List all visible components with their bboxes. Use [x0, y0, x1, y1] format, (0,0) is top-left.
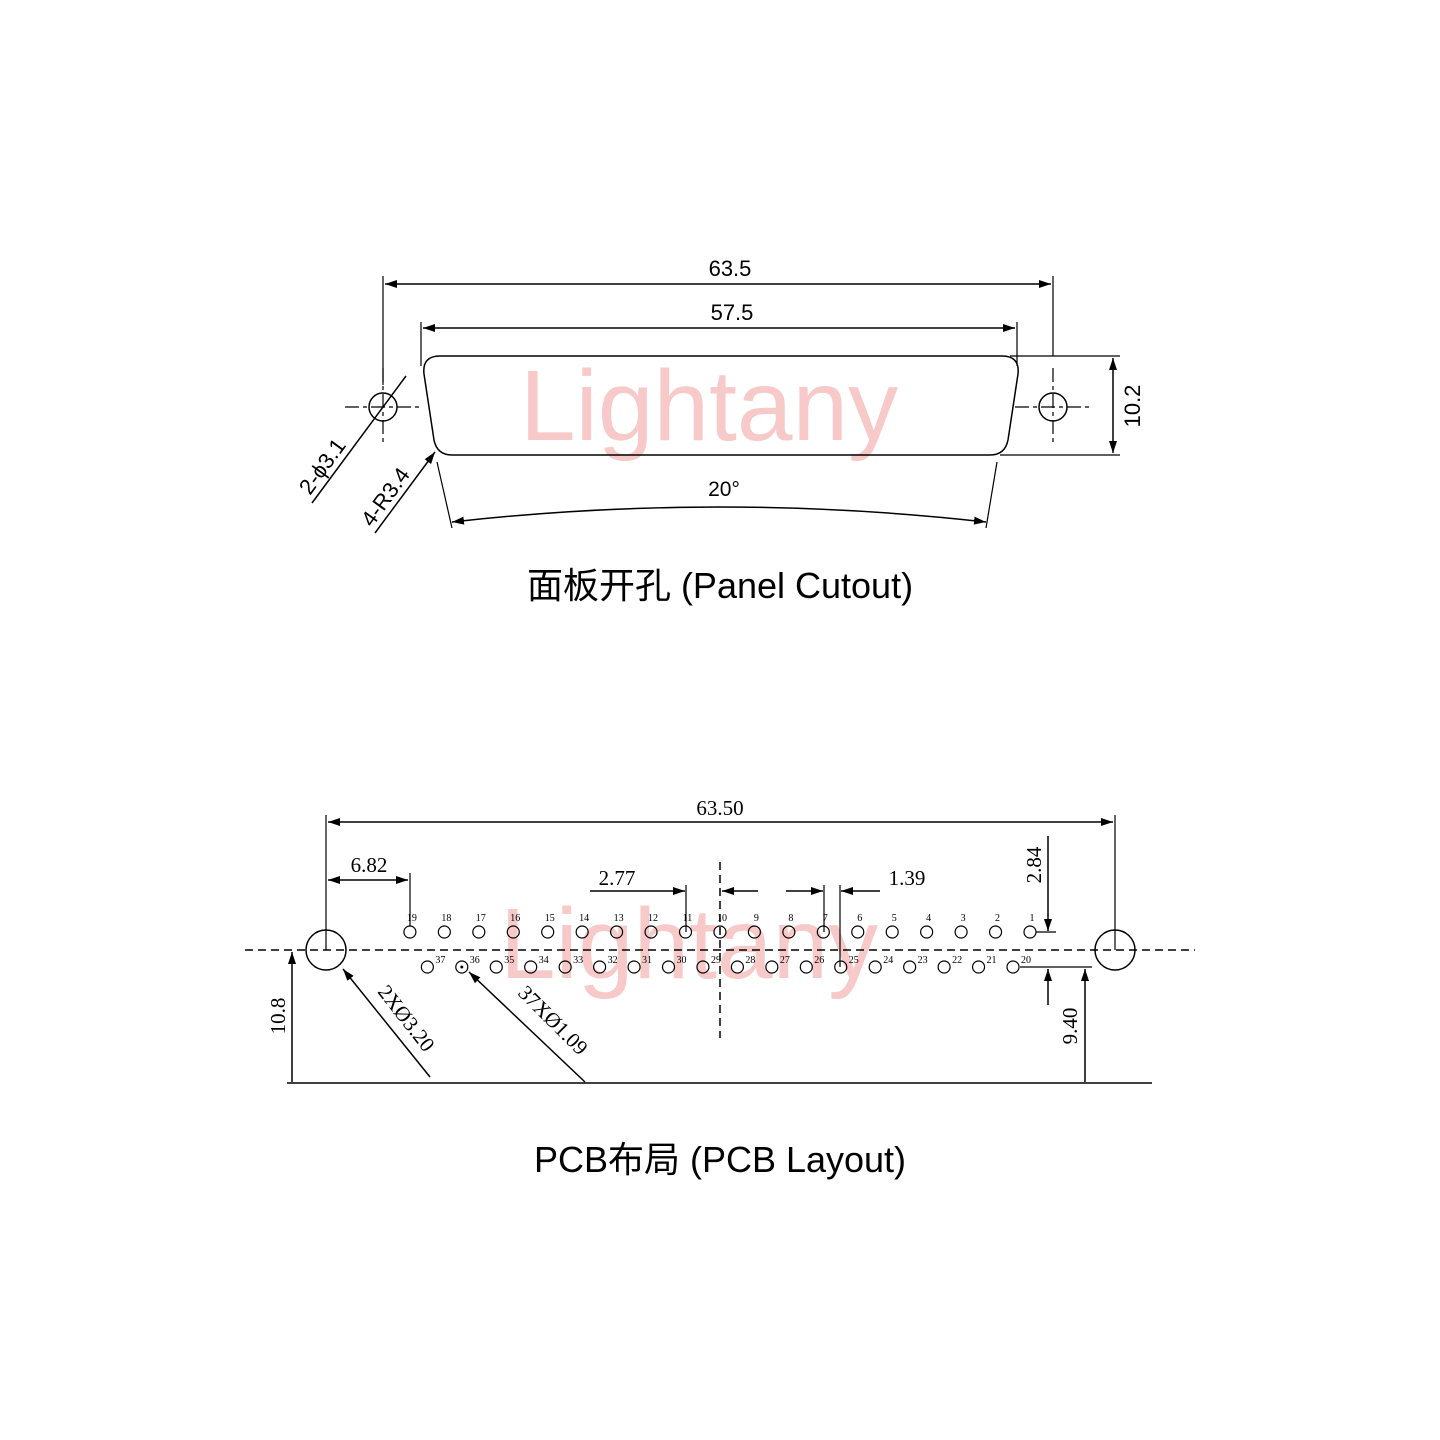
pin-number: 11: [683, 913, 693, 924]
pin-number: 20: [1021, 955, 1031, 966]
dim-overall-width: 63.50: [696, 796, 743, 820]
pin-number: 10: [717, 913, 727, 924]
dim-row-offset: 1.39: [889, 866, 926, 890]
dim-angle: 20°: [708, 478, 740, 501]
pin-hole: [765, 960, 779, 974]
pcb-layout-title: PCB布局 (PCB Layout): [534, 1139, 906, 1180]
pin-number: 27: [780, 955, 790, 966]
dim-row-spacing: 2.84: [1022, 846, 1046, 883]
pin-number: 21: [987, 955, 997, 966]
pin-hole: [903, 960, 917, 974]
pin-number: 14: [579, 913, 589, 924]
pin-number: 12: [648, 913, 658, 924]
pin-hole: [403, 925, 417, 939]
pin-hole: [799, 960, 813, 974]
pin-hole: [851, 925, 865, 939]
dim-first-pin-offset: 6.82: [351, 853, 388, 877]
pin-hole: [592, 960, 607, 974]
pin-number: 7: [823, 913, 828, 924]
pin-number: 19: [407, 913, 417, 924]
pin-hole: [868, 960, 882, 974]
pin-number: 24: [883, 955, 893, 966]
pin-number: 5: [892, 913, 897, 924]
pin-number: 17: [476, 913, 486, 924]
pin-number: 22: [952, 955, 962, 966]
pin-number: 16: [510, 913, 520, 924]
pin-number: 23: [918, 955, 928, 966]
pin-hole: [455, 960, 469, 974]
pin-number: 36: [470, 955, 480, 966]
pin-number: 25: [849, 955, 859, 966]
mount-hole-right: [1015, 368, 1091, 446]
pin-number: 29: [711, 955, 721, 966]
pin-hole: [747, 925, 762, 939]
pin-hole: [661, 960, 676, 974]
pin-number: 8: [788, 913, 793, 924]
pin-hole: [420, 960, 434, 974]
pin-hole: [1023, 925, 1037, 939]
pin-hole: [834, 960, 848, 974]
pin-hole: [558, 960, 572, 974]
dim-base-left: 10.8: [266, 998, 290, 1035]
pin-number: 15: [545, 913, 555, 924]
pin-number: 13: [614, 913, 624, 924]
pin-hole: [971, 960, 986, 974]
watermark-top: Lightany: [520, 350, 898, 462]
pin-hole: [506, 925, 520, 939]
pin-hole: [954, 925, 968, 939]
pin-number: 26: [814, 955, 824, 966]
pin-number: 35: [504, 955, 514, 966]
pin-number: 33: [573, 955, 583, 966]
pin-number: 2: [995, 913, 1000, 924]
pin-hole: [472, 925, 486, 939]
pin-hole: [920, 925, 934, 939]
pin-hole: [713, 925, 727, 939]
pin-hole: [937, 960, 951, 974]
dim-pin-pitch: 2.77: [599, 866, 636, 890]
pin-hole: [541, 925, 555, 939]
pin-hole: [437, 925, 451, 939]
pin-hole: [609, 925, 624, 939]
pin-holes: 1234567891011121314151617181920212223242…: [403, 913, 1037, 974]
dim-overall-width: 63.5: [709, 256, 752, 281]
dim-inner-width: 57.5: [711, 300, 754, 325]
pin-number: 1: [1030, 913, 1035, 924]
pin-hole: [524, 960, 538, 974]
pin-number: 31: [642, 955, 652, 966]
pin-hole: [644, 925, 658, 939]
pin-hole: [1006, 960, 1020, 974]
pin-center-mark: [460, 965, 464, 969]
pin-hole: [696, 960, 710, 974]
pin-hole: [730, 960, 745, 974]
panel-cutout-title: 面板开孔 (Panel Cutout): [527, 565, 913, 606]
pin-hole: [575, 925, 589, 939]
pin-hole: [988, 925, 1003, 939]
pin-hole: [627, 960, 641, 974]
dim-corner-radius: 4-R3.4: [356, 463, 415, 531]
pin-number: 28: [745, 955, 755, 966]
pin-number: 32: [608, 955, 618, 966]
pin-number: 18: [441, 913, 451, 924]
pin-number: 34: [539, 955, 549, 966]
pin-number: 37: [435, 955, 445, 966]
pin-number: 6: [857, 913, 862, 924]
pin-hole: [816, 925, 830, 939]
pin-hole: [489, 960, 503, 974]
watermark-bottom: Lightany: [500, 888, 878, 1000]
pin-number: 3: [961, 913, 966, 924]
pin-hole: [782, 925, 796, 939]
pin-hole: [885, 925, 899, 939]
pin-number: 9: [754, 913, 759, 924]
dim-height: 10.2: [1120, 385, 1145, 428]
pin-number: 30: [677, 955, 687, 966]
dim-base-right: 9.40: [1058, 1008, 1082, 1045]
pin-number: 4: [926, 913, 931, 924]
